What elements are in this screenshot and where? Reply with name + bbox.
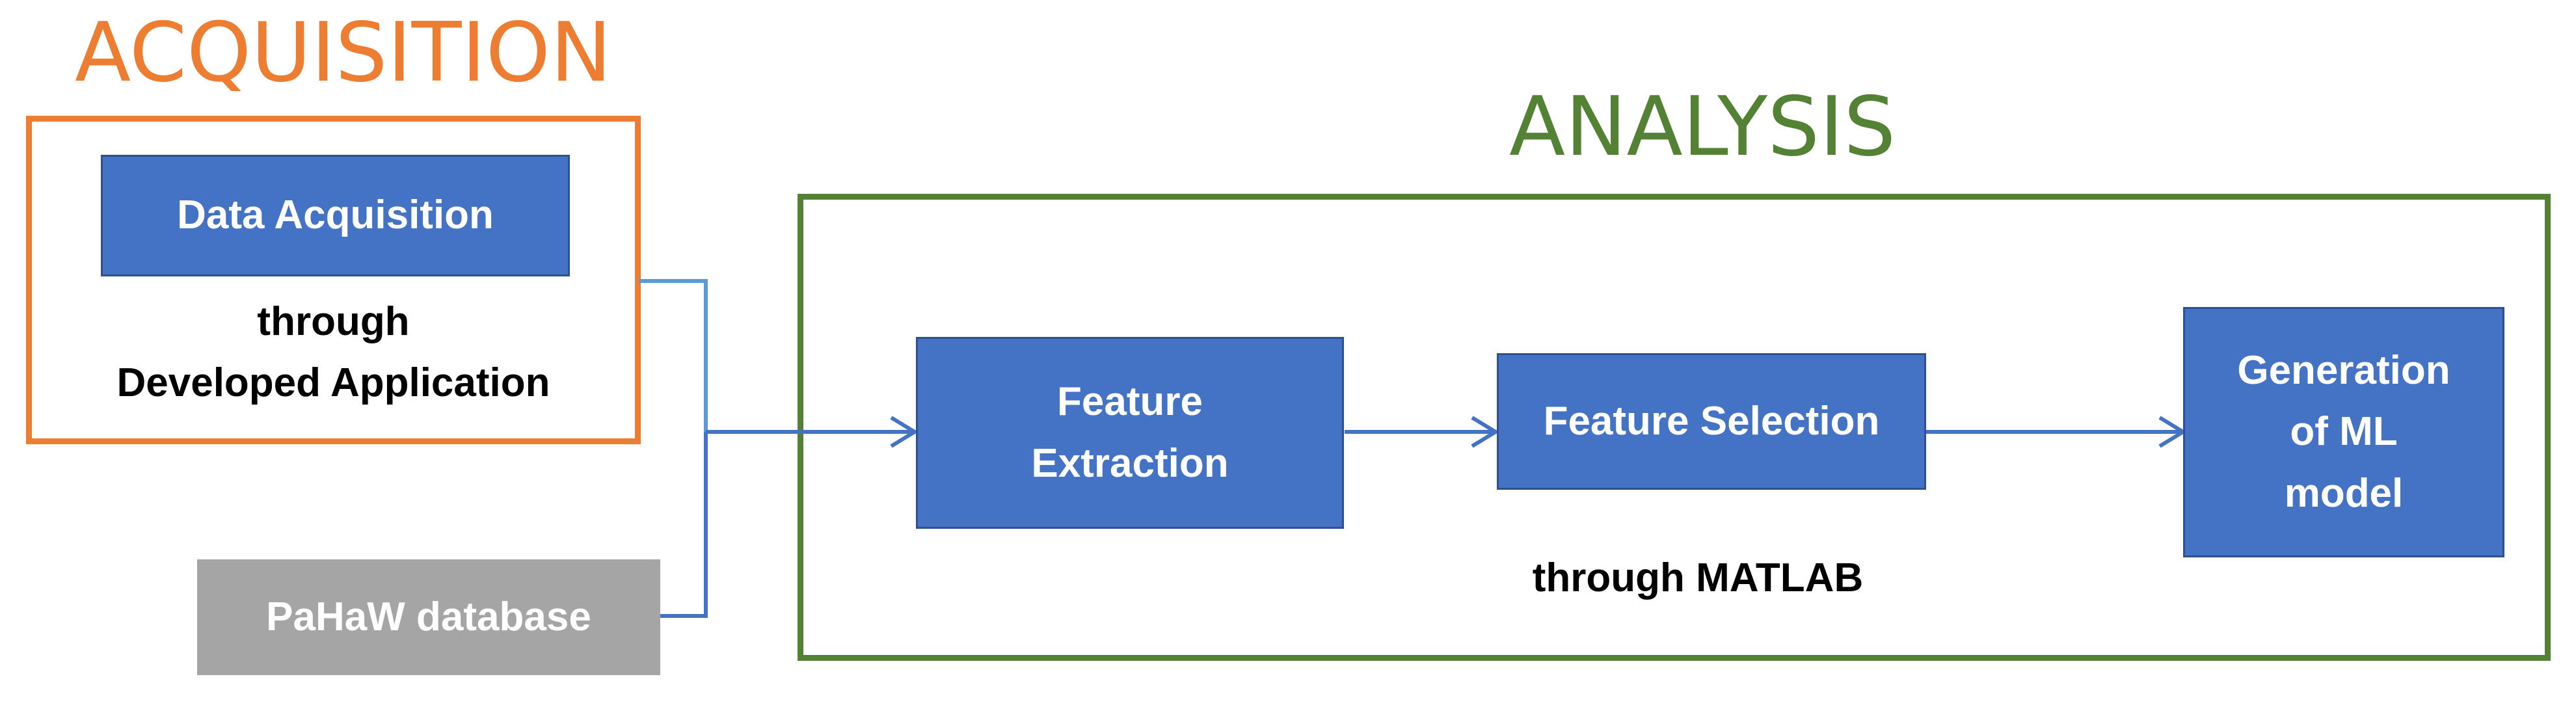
- acquisition-title: ACQUISITION: [75, 5, 612, 100]
- merge-arrow: [706, 416, 919, 448]
- extraction-to-selection-arrow: [1345, 416, 1499, 448]
- feature-selection-box: Feature Selection: [1497, 353, 1926, 490]
- analysis-title: ANALYSIS: [1509, 79, 1896, 174]
- analysis-caption: through MATLAB: [1532, 555, 1864, 600]
- data-acquisition-label: Data Acquisition: [177, 193, 494, 238]
- database-connector: [660, 432, 708, 618]
- data-acquisition-box: Data Acquisition: [101, 155, 570, 276]
- ml-model-label: Generation of ML model: [2237, 348, 2450, 516]
- feature-selection-label: Feature Selection: [1543, 398, 1880, 444]
- selection-to-model-arrow: [1925, 416, 2187, 448]
- acquisition-caption: through Developed Application: [116, 299, 550, 406]
- analysis-frame: [798, 194, 2551, 661]
- ml-model-box: Generation of ML model: [2183, 307, 2504, 557]
- data-acquisition-connector: [639, 279, 708, 432]
- feature-extraction-label: Feature Extraction: [1031, 379, 1229, 486]
- feature-extraction-box: Feature Extraction: [916, 337, 1344, 529]
- database-label: PaHaW database: [266, 594, 591, 639]
- database-box: PaHaW database: [197, 559, 660, 675]
- acquisition-frame: [26, 116, 641, 444]
